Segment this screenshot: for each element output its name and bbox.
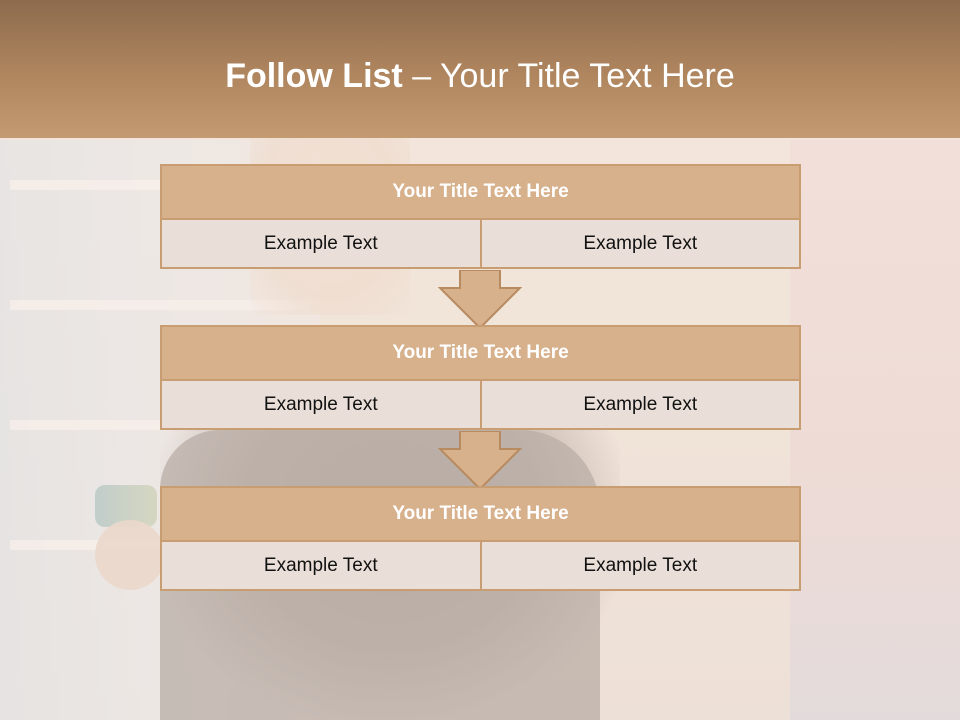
page-title-rest: – Your Title Text Here [412,57,735,95]
block-row: Example Text Example Text [160,381,801,430]
block-cell-right: Example Text [479,542,801,591]
block-cell-right: Example Text [479,381,801,430]
block-cell-left: Example Text [160,220,480,269]
follow-block-2: Your Title Text Here Example Text Exampl… [160,325,801,430]
block-cell-right: Example Text [479,220,801,269]
down-arrow-icon [438,431,522,491]
header-band: Follow List – Your Title Text Here [0,0,960,138]
down-arrow-icon [438,270,522,330]
block-row: Example Text Example Text [160,220,801,269]
block-cell-left: Example Text [160,381,480,430]
follow-block-3: Your Title Text Here Example Text Exampl… [160,486,801,591]
block-title: Your Title Text Here [160,164,801,220]
block-title: Your Title Text Here [160,486,801,542]
shelf-divider [10,300,310,310]
background-hand [95,520,165,590]
page-title: Follow List – Your Title Text Here [0,54,960,98]
block-title: Your Title Text Here [160,325,801,381]
page-title-bold: Follow List [225,57,403,95]
follow-block-1: Your Title Text Here Example Text Exampl… [160,164,801,269]
background-figure [790,140,960,720]
block-row: Example Text Example Text [160,542,801,591]
block-cell-left: Example Text [160,542,480,591]
